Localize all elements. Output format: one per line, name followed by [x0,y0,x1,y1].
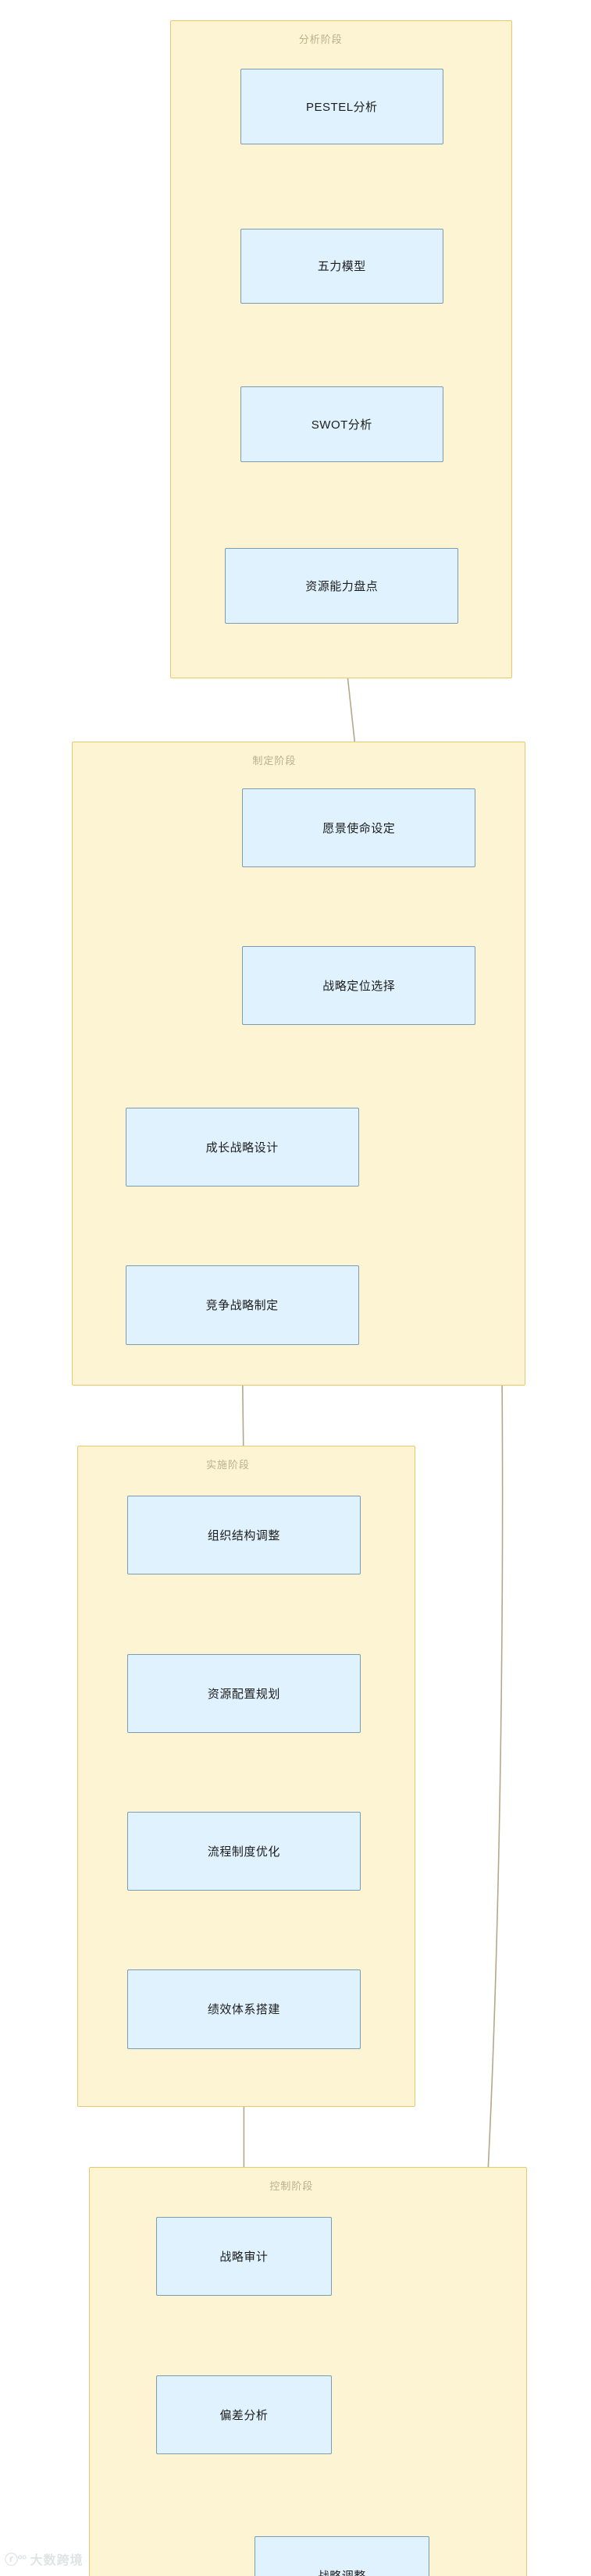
node-org_structure[interactable]: 组织结构调整 [126,1496,361,1575]
node-growth[interactable]: 成长战略设计 [125,1108,359,1187]
node-swot[interactable]: SWOT分析 [240,386,443,462]
node-performance[interactable]: 绩效体系搭建 [126,1969,361,2049]
node-adjust[interactable]: 战略调整 [254,2536,429,2576]
node-five_forces[interactable]: 五力模型 [240,228,443,304]
node-process_opt[interactable]: 流程制度优化 [126,1812,361,1891]
node-pestel[interactable]: PESTEL分析 [240,69,443,144]
node-positioning[interactable]: 战略定位选择 [242,946,476,1026]
watermark-logo-icon: ⓡ°° [5,2553,27,2567]
watermark-text: 大数跨境 [30,2553,84,2567]
phase-label-formulation: 制定阶段 [252,754,297,767]
phase-label-implementation: 实施阶段 [206,1458,251,1471]
node-audit[interactable]: 战略审计 [156,2217,332,2297]
watermark: ⓡ°° 大数跨境 [5,2549,84,2568]
node-variance[interactable]: 偏差分析 [156,2375,332,2454]
phase-label-analysis: 分析阶段 [298,33,343,45]
node-resource[interactable]: 资源能力盘点 [225,547,459,624]
node-resource_plan[interactable]: 资源配置规划 [126,1653,361,1733]
node-vision[interactable]: 愿景使命设定 [242,788,476,867]
phase-label-control: 控制阶段 [269,2179,314,2192]
node-competitive[interactable]: 竞争战略制定 [125,1265,359,1345]
